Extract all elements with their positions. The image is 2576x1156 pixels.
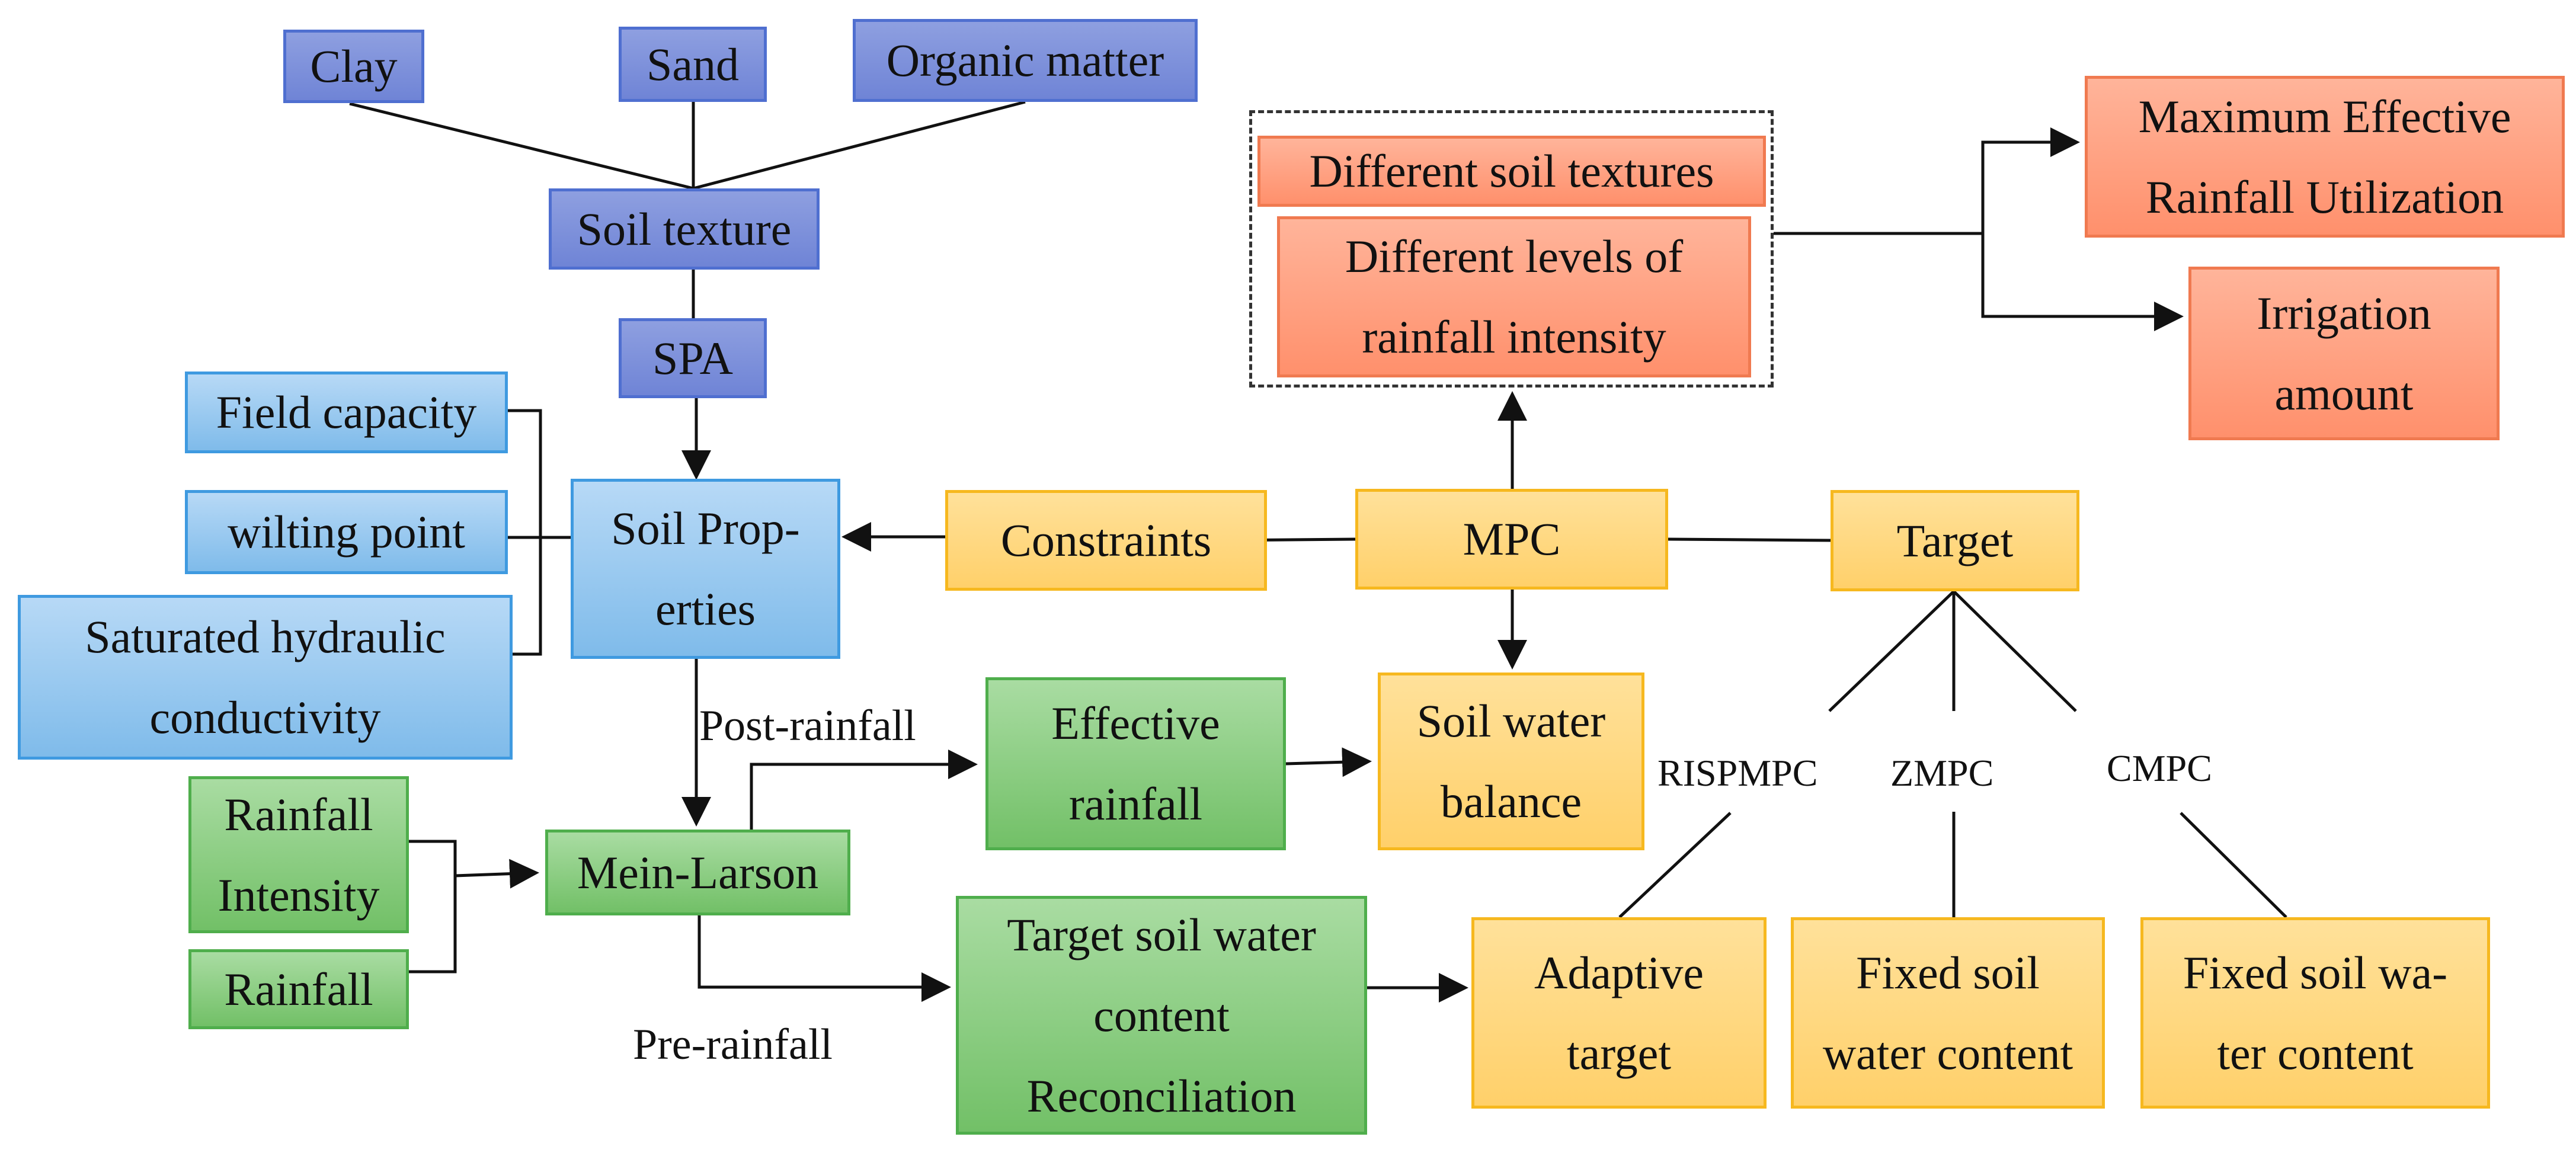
node-constraints-label: Constraints [1000,514,1212,566]
node-rainfall: Rainfall [188,949,409,1029]
node-irrigation-amount-line-2: amount [2274,367,2414,420]
edge-post-rainfall [750,750,978,830]
node-rainfall-intensity: Rainfall Intensity [188,776,409,933]
node-soil-properties: Soil Prop- erties [571,479,840,659]
node-target-label: Target [1896,514,2014,566]
edge-effective-to-balance [1285,747,1372,777]
node-adaptive-target: Adaptive target [1471,917,1767,1109]
node-different-soil-textures-label: Different soil textures [1309,145,1714,197]
bracket-rainfall [409,840,457,974]
node-soil-water-balance-line-2: balance [1440,776,1582,827]
node-effective-rainfall: Effective rainfall [985,677,1286,850]
label-zmpc: ZMPC [1890,752,1994,794]
node-fixed-soil-water-content-cmpc: Fixed soil wa- ter content [2140,917,2490,1109]
node-effective-rainfall-line-1: Effective [1051,697,1220,749]
node-mein-larson-label: Mein-Larson [577,846,819,898]
node-mpc: MPC [1355,489,1668,590]
label-cmpc: CMPC [2107,747,2212,789]
node-fixed-swc-zmpc-line-1: Fixed soil [1856,946,2040,998]
bracket-soil-params [508,409,542,656]
node-saturated-hydraulic-line-2: conductivity [149,691,381,743]
node-spa-label: SPA [652,332,733,384]
node-mpc-label: MPC [1463,513,1561,565]
node-different-rainfall-levels-line-2: rainfall intensity [1362,311,1666,363]
node-sand: Sand [619,27,767,102]
node-wilting-point: wilting point [185,490,508,574]
edge-target-to-rispmpc [1828,590,1955,712]
scenario-group-box [1249,110,1774,388]
label-post-rainfall: Post-rainfall [699,702,916,750]
node-soil-properties-line-1: Soil Prop- [611,502,800,554]
edge-rainfall-to-meinlarson [455,859,539,889]
node-different-soil-textures: Different soil textures [1257,136,1766,207]
edge-clay-to-texture [349,102,694,190]
edge-group-to-irrigation [1981,233,2184,331]
node-target: Target [1831,490,2079,591]
edge-pre-rainfall [697,915,951,1002]
node-adaptive-target-line-1: Adaptive [1534,946,1704,998]
node-clay-label: Clay [310,40,398,92]
node-max-effective-line-1: Maximum Effective [2138,90,2511,142]
node-maximum-effective-rainfall-utilization: Maximum Effective Rainfall Utilization [2085,76,2565,238]
node-fixed-swc-zmpc-line-2: water content [1822,1027,2073,1079]
edge-cmpc-to-fixed [2180,812,2287,918]
node-field-capacity: Field capacity [185,372,508,453]
node-max-effective-line-2: Rainfall Utilization [2145,171,2504,223]
node-soil-water-balance-line-1: Soil water [1416,695,1606,747]
node-organic-matter-label: Organic matter [886,34,1164,86]
node-fixed-soil-water-content-zmpc: Fixed soil water content [1791,917,2105,1109]
node-target-soil-water-content-reconciliation: Target soil water content Reconciliation [956,896,1367,1135]
node-rainfall-intensity-line-1: Rainfall [224,788,373,840]
node-rainfall-intensity-line-2: Intensity [217,869,380,921]
node-different-rainfall-levels: Different levels of rainfall intensity [1277,216,1751,377]
edge-mpc-to-target [1668,537,1831,542]
edge-group-to-outcomes [1774,127,2080,235]
node-field-capacity-label: Field capacity [216,386,477,438]
label-rispmpc: RISPMPC [1657,752,1818,794]
node-reconciliation-line-2: content [1093,989,1230,1041]
edge-target-to-cmpc [1953,590,2077,712]
node-saturated-hydraulic-line-1: Saturated hydraulic [85,611,446,662]
node-mein-larson: Mein-Larson [545,830,850,915]
edge-organic-to-texture [693,100,1026,190]
edge-rispmpc-to-adaptive [1618,812,1732,918]
node-different-rainfall-levels-line-1: Different levels of [1345,230,1684,282]
node-soil-properties-line-2: erties [655,583,756,635]
node-irrigation-amount-line-1: Irrigation [2257,287,2431,339]
node-clay: Clay [283,30,424,103]
node-irrigation-amount: Irrigation amount [2188,267,2500,440]
node-sand-label: Sand [647,38,739,90]
node-saturated-hydraulic-conductivity: Saturated hydraulic conductivity [18,595,513,760]
node-fixed-swc-cmpc-line-2: ter content [2217,1027,2414,1079]
node-rainfall-label: Rainfall [224,963,373,1015]
node-organic-matter: Organic matter [853,19,1198,102]
label-pre-rainfall: Pre-rainfall [633,1020,833,1069]
node-reconciliation-line-1: Target soil water [1007,908,1316,960]
node-wilting-point-label: wilting point [228,506,465,558]
node-soil-texture: Soil texture [549,188,820,270]
node-adaptive-target-line-2: target [1566,1027,1672,1079]
node-fixed-swc-cmpc-line-1: Fixed soil wa- [2183,946,2448,998]
node-soil-texture-label: Soil texture [577,203,792,255]
node-spa: SPA [619,318,767,398]
node-reconciliation-line-3: Reconciliation [1026,1069,1297,1122]
node-soil-water-balance: Soil water balance [1378,673,1644,850]
node-constraints: Constraints [945,490,1267,591]
node-effective-rainfall-line-2: rainfall [1068,778,1203,830]
